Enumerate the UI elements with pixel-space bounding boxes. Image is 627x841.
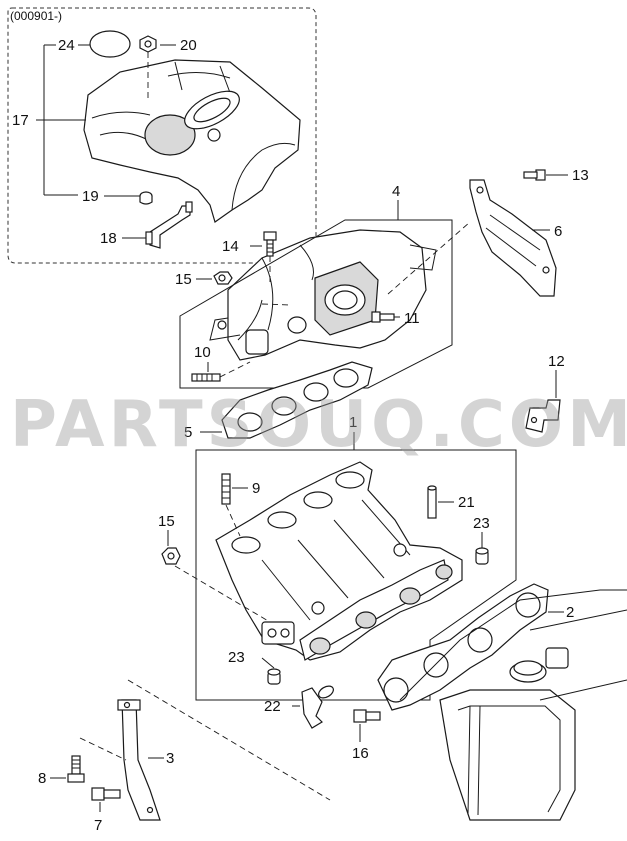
bolt-11[interactable] bbox=[371, 311, 395, 323]
callout-19: 19 bbox=[82, 188, 99, 205]
callout-23a: 23 bbox=[473, 515, 490, 532]
callout-13: 13 bbox=[572, 167, 589, 184]
callout-12: 12 bbox=[548, 353, 565, 370]
callout-11: 11 bbox=[404, 310, 420, 327]
bracket-6[interactable] bbox=[469, 179, 557, 297]
lower-manifold[interactable] bbox=[215, 461, 463, 661]
callout-1: 1 bbox=[349, 414, 357, 431]
callout-23b: 23 bbox=[228, 649, 245, 666]
surge-tank[interactable] bbox=[217, 229, 437, 361]
leader-nut15b bbox=[174, 565, 271, 623]
leader-stud10 bbox=[219, 361, 251, 378]
callout-9: 9 bbox=[252, 480, 260, 497]
tank-flange bbox=[209, 317, 241, 341]
callout-3: 3 bbox=[166, 750, 174, 767]
grommet-19[interactable] bbox=[139, 191, 153, 205]
manifold-group-frame bbox=[195, 449, 517, 701]
callout-8: 8 bbox=[38, 770, 46, 787]
callout-17: 17 bbox=[12, 112, 29, 129]
callout-15a: 15 bbox=[175, 271, 192, 288]
bolt-13[interactable] bbox=[523, 169, 546, 181]
callout-6: 6 bbox=[554, 223, 562, 240]
bolt-14[interactable] bbox=[263, 231, 277, 257]
bracket-3[interactable] bbox=[117, 699, 161, 821]
leader-tank bbox=[261, 221, 471, 306]
nut-20[interactable] bbox=[139, 35, 157, 53]
bolt-8[interactable] bbox=[67, 755, 85, 783]
fitting-22[interactable] bbox=[301, 684, 335, 729]
engine-cover[interactable] bbox=[83, 59, 301, 223]
pin-21[interactable] bbox=[427, 485, 437, 519]
callout-7: 7 bbox=[94, 817, 102, 834]
nut-23-left[interactable] bbox=[267, 668, 281, 685]
callout-2: 2 bbox=[566, 604, 574, 621]
bracket-18[interactable] bbox=[145, 201, 193, 249]
watermark: PARTSOUQ.COM bbox=[10, 388, 627, 462]
tank-group-frame bbox=[179, 219, 453, 389]
nut-23-right[interactable] bbox=[475, 547, 489, 565]
callout-18: 18 bbox=[100, 230, 117, 247]
cap-24[interactable] bbox=[89, 30, 131, 58]
gasket-5[interactable] bbox=[221, 361, 373, 439]
leader-17 bbox=[36, 44, 86, 196]
gasket-2[interactable] bbox=[377, 583, 549, 711]
bolt-16[interactable] bbox=[353, 709, 381, 723]
leader-stud9 bbox=[225, 504, 241, 537]
callout-10: 10 bbox=[194, 344, 211, 361]
callout-16: 16 bbox=[352, 745, 369, 762]
bolt-7[interactable] bbox=[91, 787, 121, 801]
callout-14: 14 bbox=[222, 238, 239, 255]
callout-20: 20 bbox=[180, 37, 197, 54]
stud-10[interactable] bbox=[191, 373, 221, 382]
stud-9[interactable] bbox=[221, 473, 231, 505]
callout-15b: 15 bbox=[158, 513, 175, 530]
nut-15-lower[interactable] bbox=[161, 547, 181, 565]
leader-23b bbox=[261, 657, 275, 669]
leader-bracket3 bbox=[79, 679, 331, 801]
engine-block bbox=[399, 589, 627, 821]
bracket-12[interactable] bbox=[525, 399, 561, 433]
callout-5: 5 bbox=[184, 424, 192, 441]
nut-15-upper[interactable] bbox=[213, 271, 233, 285]
callout-24: 24 bbox=[58, 37, 75, 54]
callout-21: 21 bbox=[458, 494, 475, 511]
variant-header: (000901-) bbox=[10, 9, 62, 23]
callout-4: 4 bbox=[392, 183, 400, 200]
callout-22: 22 bbox=[264, 698, 281, 715]
